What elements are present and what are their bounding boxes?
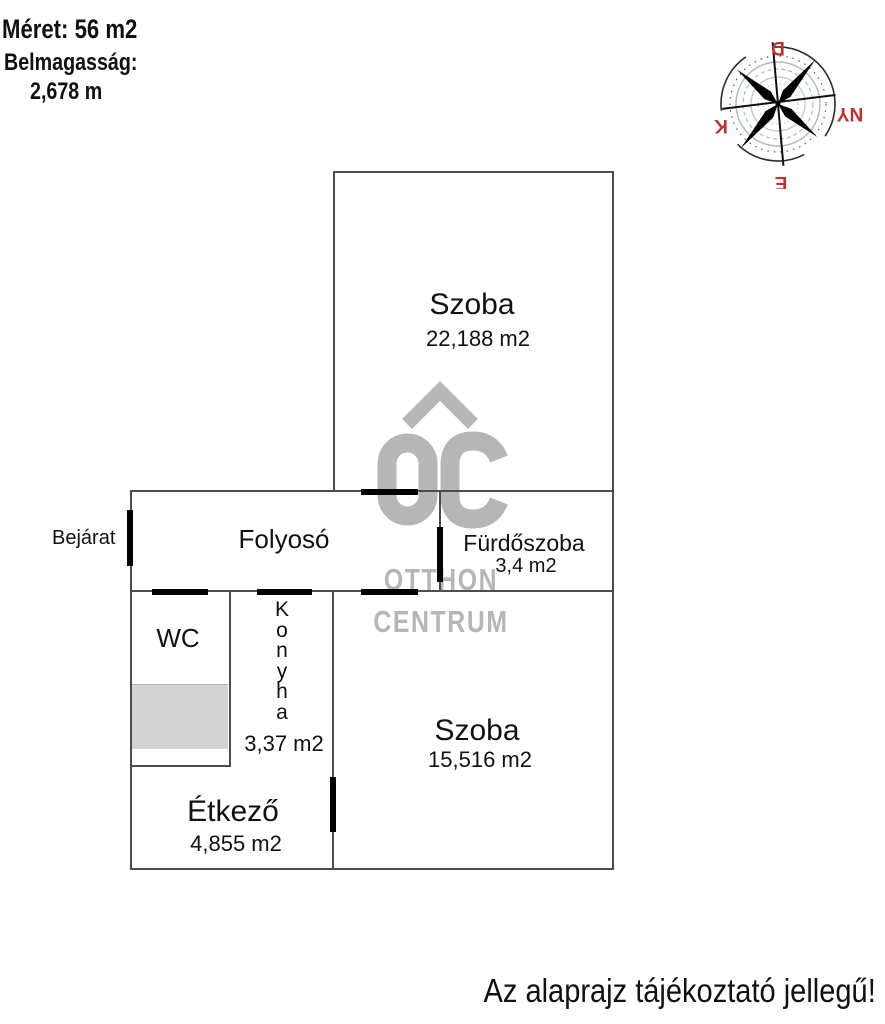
room-area-szoba-bottom: 15,516 m2 <box>428 747 532 772</box>
ceiling-height-value: 2,678 m <box>30 78 103 105</box>
compass-label-north: É <box>775 172 788 189</box>
room-label-etkezo: Étkező <box>187 795 279 828</box>
wall <box>229 590 231 767</box>
room-area-konyha: 3,37 m2 <box>244 731 324 756</box>
entrance-label: Bejárat <box>52 527 116 549</box>
wall <box>612 171 614 870</box>
door-entrance <box>127 510 133 566</box>
door-szoba-bottom <box>361 589 418 595</box>
room-label-wc: WC <box>156 623 200 653</box>
watermark-text-centrum: CENTRUM <box>373 604 509 639</box>
compass-rose-icon: D NY K É <box>714 37 863 189</box>
wall <box>130 490 132 870</box>
compass-label-east: K <box>714 115 728 136</box>
compass-label-west: NY <box>836 103 863 124</box>
watermark-logo-icon <box>377 381 508 529</box>
wall <box>332 590 334 870</box>
ceiling-height-label: Belmagasság: <box>4 49 138 76</box>
wall <box>333 171 335 492</box>
room-label-szoba-top: Szoba <box>429 288 515 321</box>
door-etkezo-szoba <box>330 777 336 832</box>
door-konyha <box>257 589 312 595</box>
disclaimer-text: Az alaprajz tájékoztató jellegű! <box>483 972 876 1009</box>
room-label-szoba-bottom: Szoba <box>434 714 520 747</box>
room-area-etkezo: 4,855 m2 <box>190 831 282 856</box>
room-label-folyoso: Folyosó <box>238 524 330 554</box>
room-area-furdoszoba: 3,4 m2 <box>495 555 557 577</box>
wall <box>130 868 614 870</box>
room-label-furdoszoba: Fürdőszoba <box>463 530 585 556</box>
wall <box>333 171 614 173</box>
wc-fixture <box>131 684 228 749</box>
room-area-szoba-top: 22,188 m2 <box>426 326 530 351</box>
compass-label-south: D <box>771 37 785 58</box>
door-szoba-top <box>361 489 418 495</box>
compass-star <box>722 42 836 166</box>
door-furdoszoba <box>437 527 443 582</box>
size-label: Méret: 56 m2 <box>2 14 138 44</box>
door-wc <box>152 589 208 595</box>
wall <box>130 765 231 767</box>
room-label-konyha: Konyha <box>274 598 289 724</box>
